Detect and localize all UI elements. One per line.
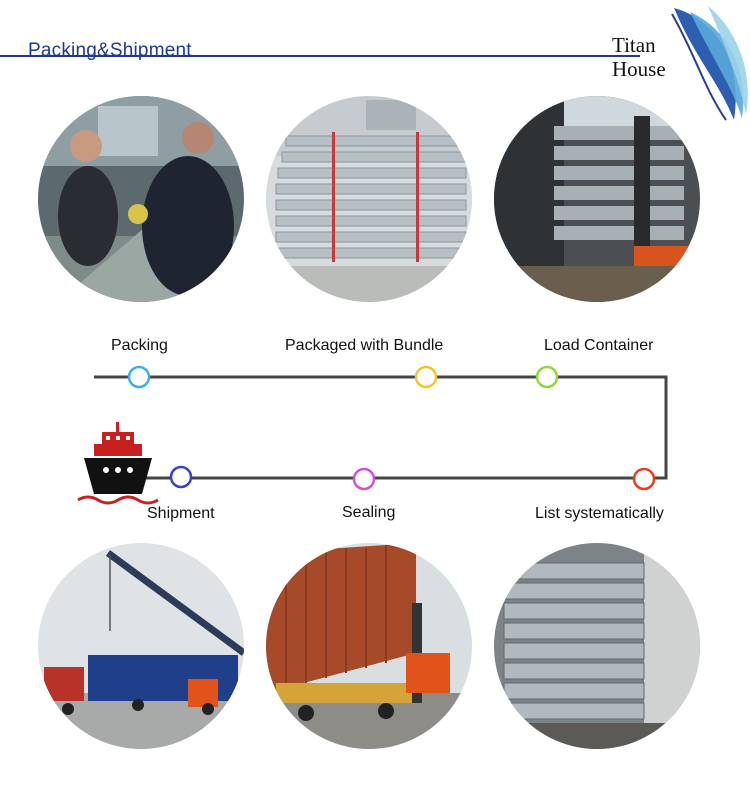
dot-shipment	[169, 465, 193, 489]
photo-forklift-loading	[494, 96, 700, 302]
step-label-bundle: Packaged with Bundle	[285, 337, 444, 354]
photo-workers-packing	[38, 96, 244, 302]
logo-wing-icon	[671, 6, 748, 121]
dot-list	[632, 467, 656, 491]
photo-container-sealing	[266, 543, 472, 749]
photo-stacked-in-container	[494, 543, 700, 749]
timeline-path	[94, 375, 668, 480]
dot-load	[535, 365, 559, 389]
step-label-sealing: Sealing	[342, 504, 396, 521]
step-label-packing: Packing	[111, 337, 168, 354]
cargo-ship-icon	[77, 422, 159, 505]
dot-bundle	[414, 365, 438, 389]
step-label-load: Load Container	[544, 337, 654, 354]
header-rule	[0, 55, 640, 57]
logo-text-line1: Titan	[612, 33, 656, 57]
logo-text-line2: House	[612, 57, 666, 81]
step-label-shipment: Shipment	[147, 505, 215, 522]
titan-house-logo: Titan House	[606, 2, 750, 122]
photo-crane-truck	[38, 543, 244, 749]
page-title: Packing&Shipment	[28, 40, 192, 61]
dot-packing	[127, 365, 151, 389]
photo-bundled-steel	[266, 96, 472, 302]
dot-sealing	[352, 467, 376, 491]
step-label-list: List systematically	[535, 505, 664, 522]
